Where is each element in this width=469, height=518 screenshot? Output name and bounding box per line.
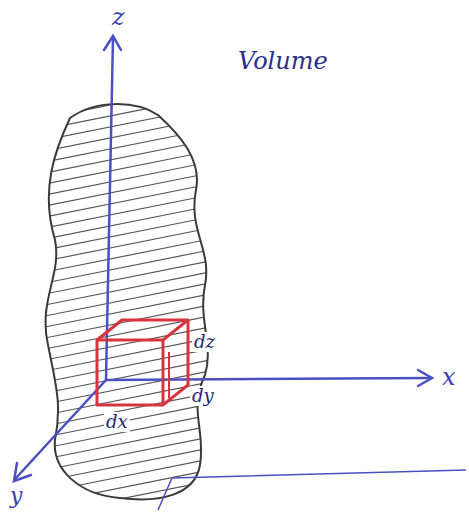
x-arrowhead [418, 370, 432, 386]
hatch-line [20, 114, 230, 156]
hatch-line [20, 268, 230, 310]
hatch-line [20, 477, 230, 518]
y-axis [16, 380, 106, 478]
solid-outline [46, 104, 208, 499]
cube-top [97, 320, 188, 340]
hatch-line [20, 312, 230, 354]
volume-element-cube [97, 320, 188, 405]
axes [14, 36, 432, 481]
hatch-line [20, 488, 230, 518]
hatch-line [20, 103, 230, 145]
hatch-line [20, 235, 230, 277]
hatch-line [20, 257, 230, 299]
dimension-label: dz [192, 332, 217, 352]
hatch-line [20, 70, 230, 112]
axis-label: y [8, 484, 24, 508]
hatch-line [20, 48, 230, 90]
hatch-line [20, 180, 230, 222]
axis-label: x [440, 364, 458, 390]
hatch-line [20, 444, 230, 486]
hatch-line [20, 499, 230, 518]
dimension-label: dx [104, 412, 130, 432]
bracket-line [158, 470, 466, 510]
hatch-line [20, 125, 230, 167]
axis-label: z [110, 4, 127, 30]
x-axis [106, 378, 430, 380]
z-arrowhead [104, 36, 121, 50]
hatch-line [20, 92, 230, 134]
cube-front [97, 340, 163, 405]
y-arrowhead [14, 463, 31, 481]
dimension-label: dy [190, 386, 216, 406]
hatch-line [20, 510, 230, 518]
cube-inner-edge [168, 352, 170, 398]
hatching [20, 48, 230, 518]
hatch-line [20, 81, 230, 123]
cube-side [163, 320, 188, 405]
hatch-line [20, 455, 230, 497]
hatch-line [20, 367, 230, 409]
hatch-line [20, 290, 230, 332]
hatch-line [20, 59, 230, 101]
title-note: Volume [236, 48, 330, 74]
hatch-line [20, 158, 230, 200]
